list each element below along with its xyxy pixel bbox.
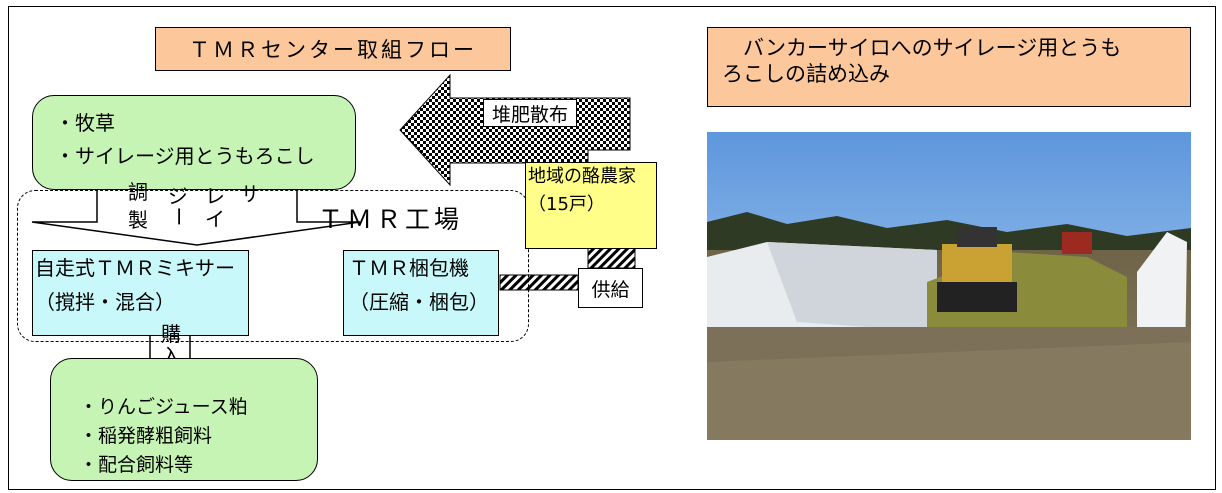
- baler-desc: （圧縮・梱包）: [349, 290, 489, 314]
- photo-caption-line-1: バンカーサイロへのサイレージ用とうも: [722, 36, 1122, 60]
- baler-name: ＴＭＲ梱包機: [349, 256, 469, 280]
- mixer-box: 自走式ＴＭＲミキサー （撹拌・混合）: [32, 250, 249, 336]
- farmers-name: 地域の酪農家: [528, 166, 636, 187]
- purchased-feeds-box: ・りんごジュース粕 ・稲発酵粗飼料 ・配合飼料等: [50, 358, 318, 481]
- feed-crop-item: ・サイレージ用とうもろこし: [55, 144, 315, 168]
- farmers-count: （15戸）: [528, 194, 605, 215]
- supply-label: 供給: [578, 268, 643, 308]
- silage-char: 製: [128, 208, 148, 232]
- silage-char: サ: [240, 182, 260, 206]
- feed-crops-box: ・牧草 ・サイレージ用とうもろこし: [32, 95, 356, 190]
- feed-crop-item: ・牧草: [55, 111, 115, 135]
- dairy-farmers-box: 地域の酪農家 （15戸）: [525, 162, 657, 249]
- factory-label: ＴＭＲ工場: [318, 205, 464, 234]
- purchased-feed-item: ・配合飼料等: [79, 454, 194, 476]
- silage-char: レ: [205, 184, 225, 208]
- baler-box: ＴＭＲ梱包機 （圧縮・梱包）: [343, 250, 499, 336]
- photo-caption: バンカーサイロへのサイレージ用とうも ろこしの詰め込み: [707, 27, 1191, 107]
- mixer-desc: （撹拌・混合）: [35, 290, 175, 314]
- page-frame: [8, 6, 1216, 490]
- photo-caption-line-2: ろこしの詰め込み: [722, 62, 890, 86]
- flow-title: ＴＭＲセンター取組フロー: [155, 27, 511, 71]
- purchased-feed-item: ・りんごジュース粕: [79, 396, 248, 418]
- silage-char: ジ: [168, 184, 188, 208]
- compost-label: 堆肥散布: [483, 99, 577, 127]
- silage-char: 調: [128, 180, 148, 204]
- silage-char: ー: [166, 206, 191, 227]
- mixer-name: 自走式ＴＭＲミキサー: [35, 256, 235, 280]
- purchase-char: 購: [161, 322, 181, 346]
- tmr-factory-area: [17, 190, 529, 342]
- purchased-feed-item: ・稲発酵粗飼料: [79, 425, 213, 447]
- silage-char: イ: [205, 207, 225, 231]
- bunker-silo-photo: [707, 132, 1191, 440]
